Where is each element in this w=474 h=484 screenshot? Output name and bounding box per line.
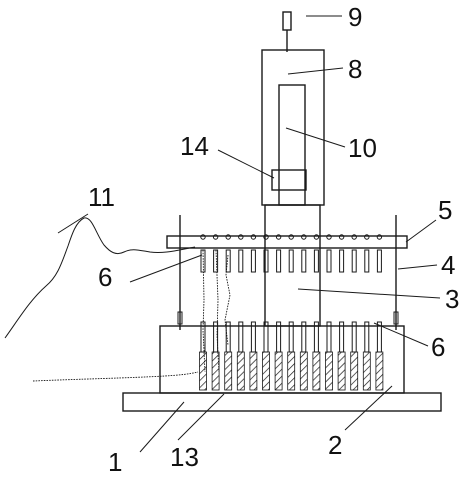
pin-head [376, 234, 383, 240]
upper-pin [376, 249, 382, 273]
hatched-tube [299, 351, 308, 391]
hatched-tube [199, 351, 207, 391]
label-6-left: 6 [98, 262, 112, 292]
hatched-tube [375, 351, 384, 391]
wire-mid [215, 249, 220, 373]
label-9: 9 [348, 2, 362, 32]
pin-head [326, 234, 332, 240]
upper-pin [364, 249, 370, 273]
clamp-block [271, 169, 307, 191]
leader-6-right [373, 322, 429, 347]
hatched-tube [224, 351, 233, 391]
upper-pin [263, 249, 269, 273]
hatched-tube [274, 351, 283, 391]
upper-pin [351, 249, 357, 273]
pin-head [288, 234, 294, 240]
upper-pin [250, 249, 256, 273]
pin-array [200, 234, 383, 353]
label-14: 14 [180, 131, 209, 161]
hatched-tube [249, 351, 258, 391]
label-8: 8 [348, 54, 362, 84]
top-knob [282, 11, 292, 31]
upper-pin [213, 249, 219, 273]
upper-pin [339, 249, 345, 273]
pin-head [263, 234, 269, 240]
label-1: 1 [108, 447, 122, 477]
upper-pin [288, 249, 294, 273]
upper-pin [225, 249, 231, 273]
leader-4 [397, 264, 438, 270]
pin-head [313, 234, 320, 240]
wire-left [202, 249, 206, 373]
hatched-tube [350, 351, 359, 391]
rod-clip-left [177, 311, 183, 325]
pin-head [275, 234, 282, 240]
leader-11 [57, 213, 89, 234]
hatched-tube [312, 351, 321, 391]
center-column [264, 204, 321, 327]
cable-bottom [32, 371, 199, 382]
hatched-tube [337, 351, 346, 391]
pin-head [338, 234, 345, 240]
label-6-right: 6 [431, 332, 445, 362]
base-plate [122, 392, 442, 412]
leader-2 [344, 385, 393, 431]
wire-inner [224, 254, 231, 346]
leader-1 [139, 401, 185, 453]
upper-pin [276, 249, 282, 273]
leader-8 [287, 67, 344, 75]
leader-10 [285, 127, 346, 148]
sample-tubes [199, 351, 384, 391]
label-3: 3 [445, 284, 459, 314]
pin-head [351, 234, 357, 240]
inner-cylinder [278, 84, 306, 206]
pin-head [238, 234, 244, 240]
pin-head [212, 234, 219, 240]
upper-plate [166, 235, 408, 249]
rod-clip-right [393, 311, 399, 325]
label-13: 13 [170, 442, 199, 472]
label-10: 10 [348, 133, 377, 163]
hatched-tube [211, 351, 220, 391]
upper-pin [238, 249, 244, 273]
leader-5 [405, 219, 437, 243]
label-2: 2 [328, 430, 342, 460]
upper-pin [313, 249, 319, 273]
hatched-tube [262, 351, 270, 391]
pin-head [200, 234, 206, 240]
pin-head [364, 234, 370, 240]
pin-head [301, 234, 307, 240]
upper-pin [326, 249, 332, 273]
label-11: 11 [88, 182, 115, 212]
cable-11 [4, 217, 196, 339]
label-4: 4 [441, 250, 455, 280]
leader-3 [297, 288, 441, 299]
leader-6-left [129, 254, 203, 283]
hatched-tube [325, 351, 333, 391]
hatched-tube [287, 351, 296, 391]
hatched-tube [236, 351, 245, 391]
pin-head [250, 234, 257, 240]
pin-head [225, 234, 231, 240]
hatched-tube [362, 351, 371, 391]
upper-pin [301, 249, 307, 273]
leader-14 [217, 149, 275, 179]
leader-13 [177, 393, 225, 441]
label-5: 5 [438, 195, 452, 225]
